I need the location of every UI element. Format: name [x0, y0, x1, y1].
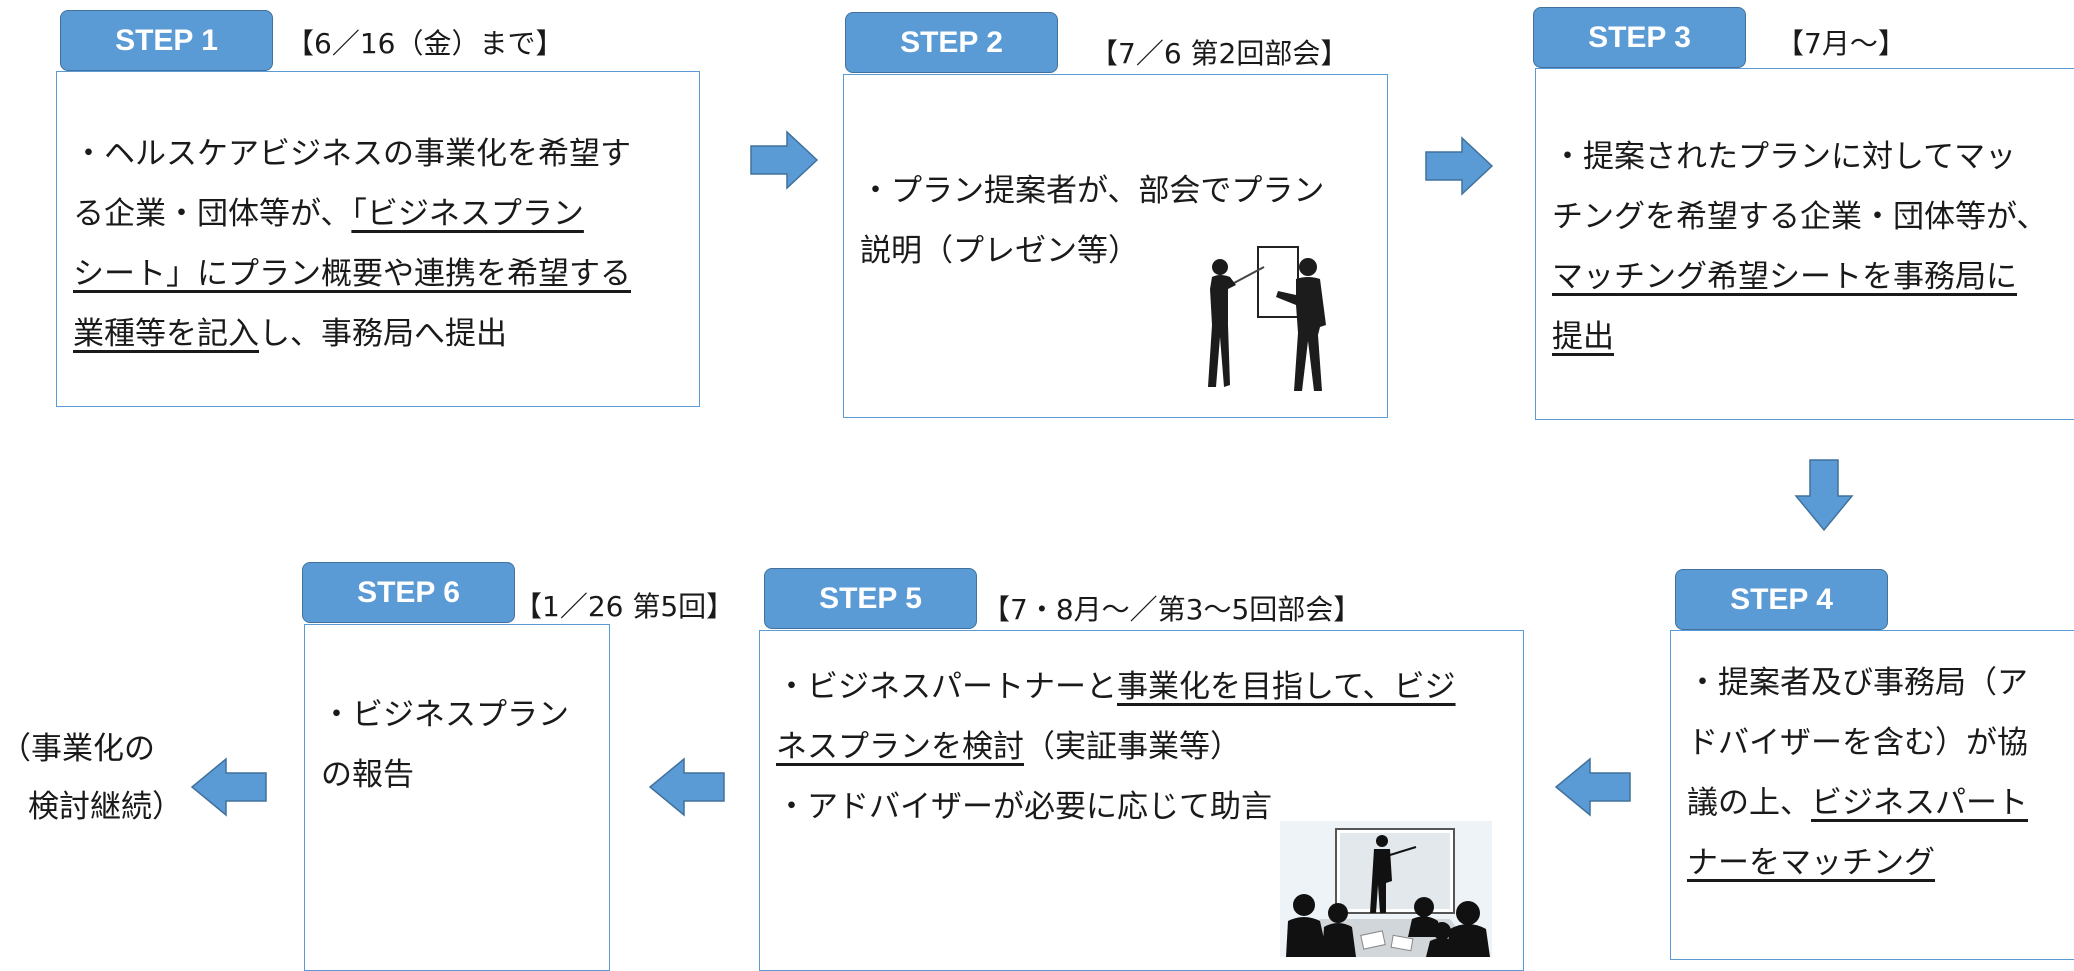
underlined-text: シート」にプラン概要や連携を希望する [73, 256, 631, 292]
text-run: ・提案者及び事務局（ア [1687, 665, 2028, 701]
text-run: チングを希望する企業・団体等が、 [1552, 199, 2048, 235]
arrow-right-icon [1425, 136, 1494, 196]
step4-box: ・提案者及び事務局（アドバイザーを含む）が協議の上、ビジネスパートナーをマッチン… [1670, 630, 2074, 960]
text-run: 議の上、 [1687, 785, 1811, 821]
underlined-text: マッチング希望シートを事務局に [1552, 259, 2017, 295]
final-note-line1: （事業化の [0, 731, 155, 767]
meeting-silhouette-icon [1280, 821, 1492, 957]
arrow-left-icon [648, 757, 725, 817]
arrow-right-icon [750, 130, 819, 190]
underlined-text: 提出 [1552, 319, 1614, 355]
text-line: 提出 [1552, 307, 2074, 367]
text-line: ・ヘルスケアビジネスの事業化を希望す [73, 124, 693, 184]
step5-date: 【7・8月～／第3～5回部会】 [982, 593, 1362, 626]
text-run: ドバイザーを含む）が協 [1687, 725, 2028, 761]
step5-box: ・ビジネスパートナーと事業化を目指して、ビジネスプランを検討（実証事業等）・アド… [759, 630, 1524, 971]
text-run: （実証事業等） [1024, 729, 1241, 765]
text-line: マッチング希望シートを事務局に [1552, 247, 2074, 307]
arrow-left-icon [1554, 757, 1631, 817]
text-line: ナーをマッチング [1687, 833, 2074, 893]
text-run: の報告 [321, 757, 414, 793]
step1-box: ・ヘルスケアビジネスの事業化を希望する企業・団体等が、「ビジネスプランシート」に… [56, 71, 700, 407]
text-run: ・提案されたプランに対してマッ [1552, 139, 2017, 175]
text-line: ドバイザーを含む）が協 [1687, 713, 2074, 773]
text-line: 説明（プレゼン等） [860, 221, 1380, 281]
step4-text: ・提案者及び事務局（アドバイザーを含む）が協議の上、ビジネスパートナーをマッチン… [1687, 653, 2074, 893]
step6-box: ・ビジネスプランの報告 [304, 624, 610, 971]
text-line: チングを希望する企業・団体等が、 [1552, 187, 2074, 247]
step5-tab: STEP 5 [764, 568, 977, 629]
text-line: 議の上、ビジネスパート [1687, 773, 2074, 833]
text-line: の報告 [321, 745, 611, 805]
step2-box: ・プラン提案者が、部会でプラン説明（プレゼン等） [843, 74, 1388, 418]
text-run: し、事務局へ提出 [259, 316, 507, 352]
underlined-text: ビジネスパート [1811, 785, 2028, 821]
underlined-text: ネスプランを検討 [776, 729, 1024, 765]
arrow-down-icon [1794, 459, 1854, 532]
text-run: ・ビジネスパートナーと [776, 669, 1117, 705]
step3-text: ・提案されたプランに対してマッチングを希望する企業・団体等が、マッチング希望シー… [1552, 127, 2074, 367]
step6-date: 【1／26 第5回】 [514, 590, 735, 623]
text-run: ・プラン提案者が、部会でプラン [860, 173, 1325, 209]
step2-date: 【7／6 第2回部会】 [1090, 37, 1349, 70]
arrow-left-icon [190, 757, 267, 817]
final-note-line2: 検討継続） [28, 789, 183, 825]
step2-text: ・プラン提案者が、部会でプラン説明（プレゼン等） [860, 161, 1380, 281]
presenter-silhouette-icon [1208, 246, 1326, 391]
text-line: る企業・団体等が、「ビジネスプラン [73, 184, 693, 244]
underlined-text: 業種等を記入 [73, 316, 259, 352]
step3-box: ・提案されたプランに対してマッチングを希望する企業・団体等が、マッチング希望シー… [1535, 68, 2074, 420]
step4-tab: STEP 4 [1675, 569, 1888, 630]
text-run: ・アドバイザーが必要に応じて助言 [776, 789, 1272, 825]
text-line: ・アドバイザーが必要に応じて助言 [776, 777, 1521, 837]
step2-tab: STEP 2 [845, 12, 1058, 73]
text-line: ・プラン提案者が、部会でプラン [860, 161, 1380, 221]
step1-tab: STEP 1 [60, 10, 273, 71]
text-line: シート」にプラン概要や連携を希望する [73, 244, 693, 304]
step6-tab: STEP 6 [302, 562, 515, 623]
text-run: る企業・団体等が、 [73, 196, 352, 232]
text-line: 業種等を記入し、事務局へ提出 [73, 304, 693, 364]
step6-text: ・ビジネスプランの報告 [321, 685, 611, 805]
underlined-text: 事業化を目指して、ビジ [1117, 669, 1456, 705]
underlined-text: 「ビジネスプラン [351, 196, 584, 232]
step1-date: 【6／16（金）まで】 [286, 27, 564, 60]
step3-tab: STEP 3 [1533, 7, 1746, 68]
text-line: ネスプランを検討（実証事業等） [776, 717, 1521, 777]
text-line: ・提案されたプランに対してマッ [1552, 127, 2074, 187]
step3-date: 【7月～】 [1776, 27, 1906, 60]
step1-text: ・ヘルスケアビジネスの事業化を希望する企業・団体等が、「ビジネスプランシート」に… [73, 124, 693, 364]
step5-text: ・ビジネスパートナーと事業化を目指して、ビジネスプランを検討（実証事業等）・アド… [776, 657, 1521, 837]
text-run: 説明（プレゼン等） [860, 233, 1139, 269]
text-line: ・提案者及び事務局（ア [1687, 653, 2074, 713]
text-run: ・ヘルスケアビジネスの事業化を希望す [73, 136, 631, 172]
text-run: ・ビジネスプラン [321, 697, 569, 733]
text-line: ・ビジネスプラン [321, 685, 611, 745]
underlined-text: ナーをマッチング [1687, 845, 1935, 881]
text-line: ・ビジネスパートナーと事業化を目指して、ビジ [776, 657, 1521, 717]
